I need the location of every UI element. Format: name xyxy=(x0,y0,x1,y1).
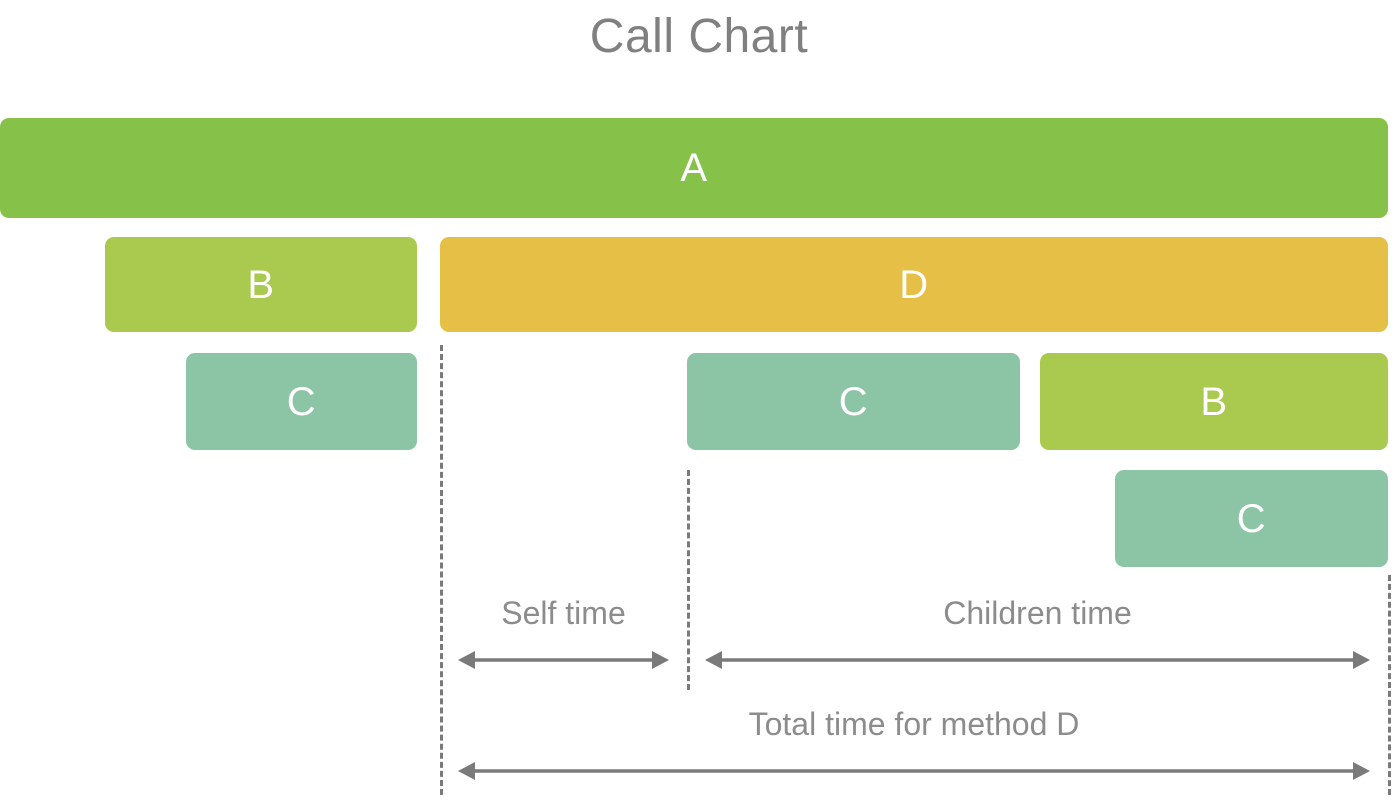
dashed-guide-d-end xyxy=(1388,575,1391,795)
annotation-label-total-time: Total time for method D xyxy=(748,706,1080,742)
call-bar-b-depth1[interactable]: B xyxy=(105,237,417,332)
annotation-label-self-time: Self time xyxy=(501,595,626,631)
dashed-guide-self-end xyxy=(687,470,690,690)
call-bar-b-depth2[interactable]: B xyxy=(1040,353,1388,450)
call-bar-label: C xyxy=(838,379,869,424)
annotation-label-children-time: Children time xyxy=(943,595,1132,631)
call-bar-label: C xyxy=(1236,496,1267,541)
call-bar-label: C xyxy=(286,379,317,424)
call-bar-label: B xyxy=(247,262,275,307)
annotation-arrow-self-time xyxy=(458,648,669,672)
call-bar-label: D xyxy=(899,262,929,307)
call-bar-c-depth2[interactable]: C xyxy=(687,353,1020,450)
chart-title: Call Chart xyxy=(589,10,809,63)
annotation-arrow-total-time xyxy=(458,759,1370,783)
call-bar-c-depth3[interactable]: C xyxy=(1115,470,1388,567)
call-bar-label: B xyxy=(1200,379,1228,424)
call-bar-d-depth1[interactable]: D xyxy=(440,237,1388,332)
call-bar-label: A xyxy=(680,146,708,190)
dashed-guide-d-start xyxy=(440,345,443,795)
call-bar-a-depth0[interactable]: A xyxy=(0,118,1388,218)
annotation-arrow-children-time xyxy=(705,648,1370,672)
call-bar-c-depth2[interactable]: C xyxy=(186,353,417,450)
